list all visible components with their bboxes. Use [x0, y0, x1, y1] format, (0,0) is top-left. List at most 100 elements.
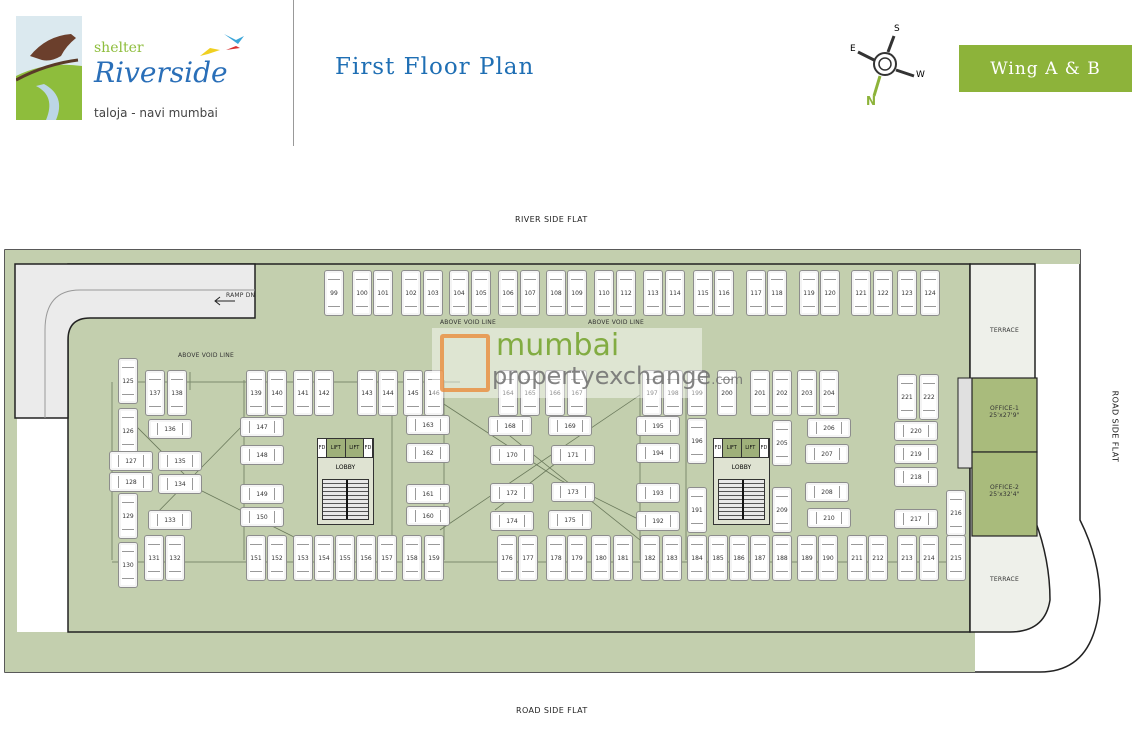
parking-spot: 221 [897, 374, 917, 420]
birds-icon [200, 34, 244, 56]
parking-spot: 116 [714, 270, 734, 316]
parking-spot: 202 [772, 370, 792, 416]
logo: shelter Riverside taloja - navi mumbai [16, 16, 246, 120]
lift: LIFT [742, 439, 760, 457]
parking-spot: 138 [167, 370, 187, 416]
parking-spot: 100 [352, 270, 372, 316]
parking-spot: 153 [293, 535, 313, 581]
parking-spot: 201 [750, 370, 770, 416]
compass-e: E [850, 44, 856, 54]
parking-spot: 210 [807, 508, 851, 528]
parking-spot: 117 [746, 270, 766, 316]
parking-spot: 205 [772, 420, 792, 466]
parking-spot: 104 [449, 270, 469, 316]
parking-spot: 114 [665, 270, 685, 316]
lift: LIFT [346, 439, 364, 457]
parking-spot: 194 [636, 443, 680, 463]
parking-spot: 184 [687, 535, 707, 581]
parking-spot: 181 [613, 535, 633, 581]
bottom-side-label: ROAD SIDE FLAT [516, 706, 588, 715]
parking-spot: 161 [406, 484, 450, 504]
parking-spot: 144 [378, 370, 398, 416]
office-2-size: 25'x32'4" [989, 491, 1020, 498]
parking-spot: 195 [636, 416, 680, 436]
terrace-label: TERRACE [990, 327, 1019, 334]
parking-spot: 197 [642, 370, 662, 416]
parking-spot: 125 [118, 358, 138, 404]
parking-spot: 218 [894, 467, 938, 487]
parking-spot: 115 [693, 270, 713, 316]
parking-spot: 139 [246, 370, 266, 416]
parking-spot: 122 [873, 270, 893, 316]
compass: S E W N [848, 20, 928, 110]
parking-spot: 192 [636, 511, 680, 531]
parking-spot: 171 [551, 445, 595, 465]
parking-spot: 187 [750, 535, 770, 581]
compass-w: W [916, 70, 925, 80]
parking-spot: 135 [158, 451, 202, 471]
parking-spot: 123 [897, 270, 917, 316]
terrace-label: TERRACE [990, 576, 1019, 583]
parking-spot: 217 [894, 509, 938, 529]
parking-spot: 162 [406, 443, 450, 463]
parking-spot: 172 [490, 483, 534, 503]
parking-spot: 99 [324, 270, 344, 316]
parking-spot: 113 [643, 270, 663, 316]
watermark-line1: mumbai [496, 328, 620, 363]
parking-spot: 185 [708, 535, 728, 581]
parking-spot: 151 [246, 535, 266, 581]
parking-spot: 186 [729, 535, 749, 581]
parking-spot: 158 [402, 535, 422, 581]
parking-spot: 152 [267, 535, 287, 581]
parking-spot: 160 [406, 506, 450, 526]
parking-spot: 189 [797, 535, 817, 581]
parking-spot: 169 [548, 416, 592, 436]
parking-spot: 101 [373, 270, 393, 316]
parking-spot: 211 [847, 535, 867, 581]
parking-spot: 127 [109, 451, 153, 471]
parking-spot: 145 [403, 370, 423, 416]
parking-spot: 203 [797, 370, 817, 416]
parking-spot: 220 [894, 421, 938, 441]
parking-spot: 182 [640, 535, 660, 581]
parking-spot: 119 [799, 270, 819, 316]
parking-spot: 155 [335, 535, 355, 581]
parking-spot: 191 [687, 487, 707, 533]
parking-spot: 166 [545, 370, 565, 416]
ramp-label: RAMP DN [226, 292, 256, 299]
parking-spot: 133 [148, 510, 192, 530]
logo-brand: shelter [94, 40, 144, 56]
parking-spot: 110 [594, 270, 614, 316]
parking-spot: 168 [488, 416, 532, 436]
parking-spot: 131 [144, 535, 164, 581]
parking-spot: 137 [145, 370, 165, 416]
watermark-line2: propertyexchange [492, 362, 712, 390]
parking-spot: 112 [616, 270, 636, 316]
parking-spot: 121 [851, 270, 871, 316]
compass-icon [857, 35, 915, 97]
parking-spot: 120 [820, 270, 840, 316]
parking-spot: 207 [805, 444, 849, 464]
parking-spot: 103 [423, 270, 443, 316]
parking-spot: 140 [267, 370, 287, 416]
header-divider [293, 0, 294, 146]
wing-badge: Wing A & B [959, 45, 1132, 92]
parking-spot: 179 [567, 535, 587, 581]
watermark-logo-icon [440, 334, 490, 392]
parking-spot: 198 [663, 370, 683, 416]
parking-spot: 183 [662, 535, 682, 581]
parking-spot: 212 [868, 535, 888, 581]
compass-s: S [894, 24, 900, 34]
parking-spot: 118 [767, 270, 787, 316]
parking-spot: 130 [118, 542, 138, 588]
parking-spot: 154 [314, 535, 334, 581]
parking-spot: 150 [240, 507, 284, 527]
parking-spot: 170 [490, 445, 534, 465]
watermark-tld: .com [711, 373, 744, 388]
office-2-name: OFFICE-2 [990, 484, 1019, 491]
parking-spot: 129 [118, 493, 138, 539]
parking-spot: 199 [687, 370, 707, 416]
wing-badge-label: Wing A & B [990, 58, 1101, 79]
